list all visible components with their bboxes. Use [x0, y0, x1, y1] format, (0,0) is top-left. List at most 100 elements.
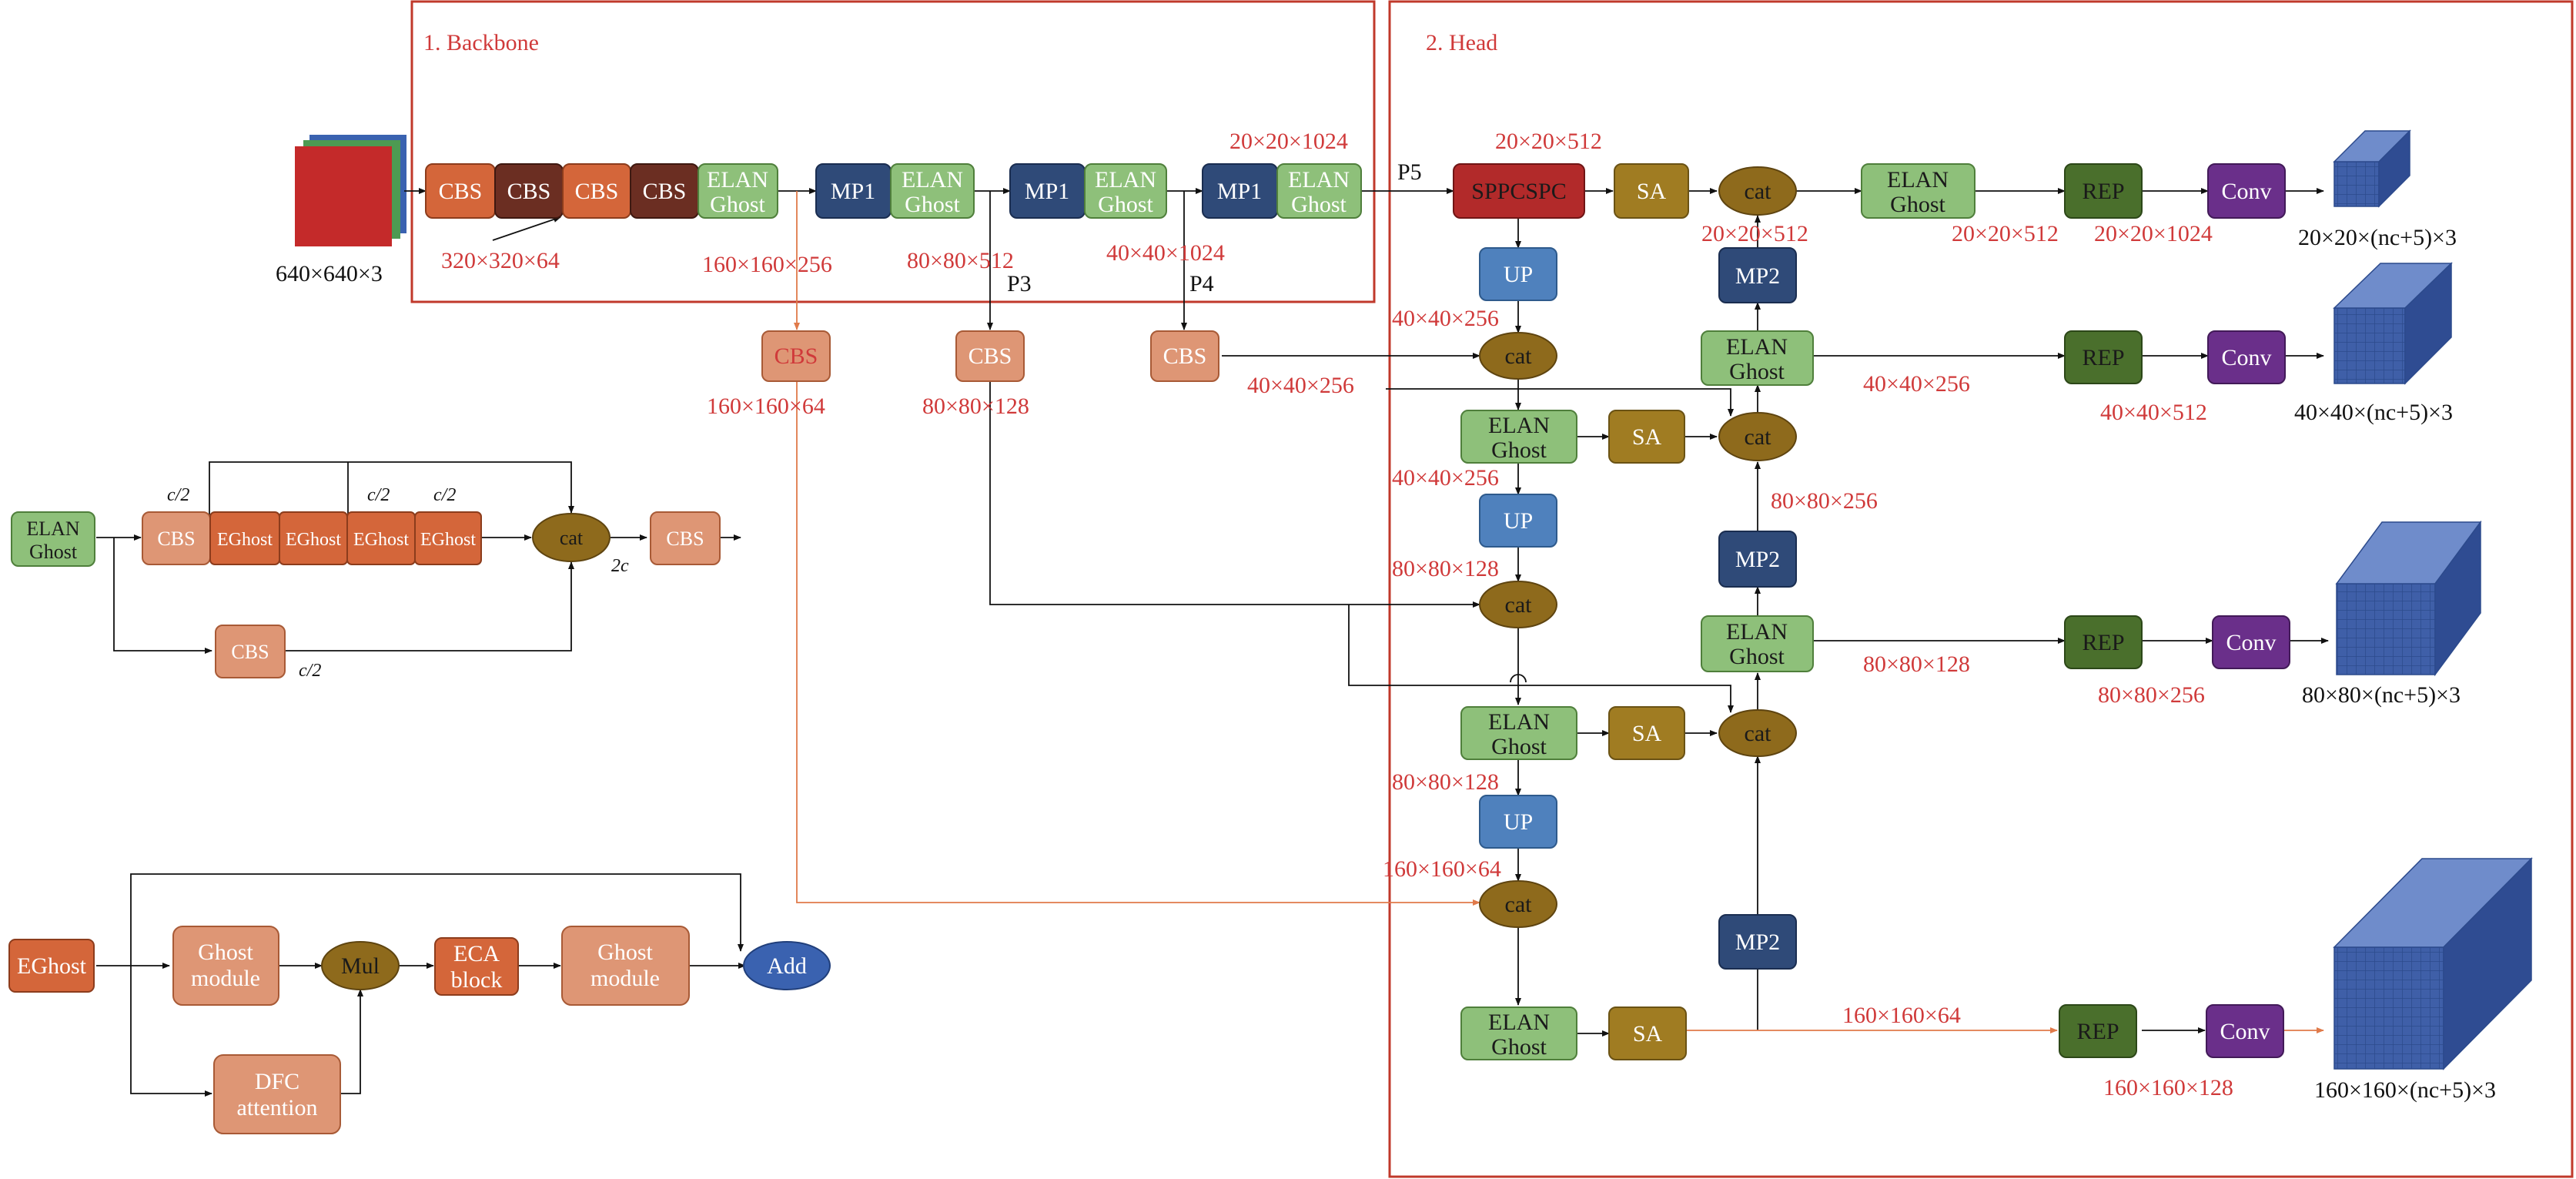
svg-text:ELAN: ELAN — [1726, 334, 1788, 360]
legend-c-half-2: c/2 — [367, 485, 390, 505]
svg-text:CBS: CBS — [507, 179, 551, 204]
head-title: 2. Head — [1426, 30, 1497, 55]
label-h-20-512-top: 20×20×512 — [1495, 129, 1602, 154]
svg-text:cat: cat — [1505, 343, 1533, 369]
legend-cbs-out: CBS — [650, 511, 721, 565]
svg-text:REP: REP — [2082, 630, 2124, 655]
label-h-40-256-elan: 40×40×256 — [1392, 465, 1499, 491]
label-p5: P5 — [1397, 159, 1422, 185]
backbone-elan-ghost-2: ELAN Ghost — [890, 163, 975, 219]
lateral-cbs-80: CBS — [955, 330, 1025, 382]
svg-text:SPPCSPC: SPPCSPC — [1471, 179, 1566, 204]
legend2-ghost-module-2: Ghost module — [561, 926, 690, 1006]
legend-eghost-3: EGhost — [346, 511, 416, 565]
svg-text:Ghost: Ghost — [1729, 359, 1785, 384]
svg-text:REP: REP — [2082, 345, 2124, 370]
sppcspc-block: SPPCSPC — [1453, 163, 1585, 219]
svg-text:Ghost: Ghost — [1491, 1034, 1547, 1060]
svg-text:Add: Add — [767, 953, 807, 979]
svg-text:CBS: CBS — [1163, 343, 1207, 369]
label-h-40-256-right: 40×40×256 — [1863, 371, 1970, 397]
sa-20: SA — [1614, 163, 1689, 219]
label-h-20-512-cat: 20×20×512 — [1701, 221, 1808, 246]
svg-text:Ghost: Ghost — [597, 940, 653, 965]
lateral-cbs-40: CBS — [1150, 330, 1219, 382]
label-h-80-128-right: 80×80×128 — [1863, 651, 1970, 677]
svg-text:ELAN: ELAN — [1488, 1010, 1550, 1035]
svg-text:CBS: CBS — [157, 528, 195, 550]
svg-text:CBS: CBS — [643, 179, 687, 204]
svg-text:CBS: CBS — [666, 528, 704, 550]
elan-ghost-40-right: ELAN Ghost — [1701, 330, 1814, 386]
svg-text:MP2: MP2 — [1735, 263, 1780, 289]
svg-text:module: module — [590, 966, 660, 991]
label-h-80-256: 80×80×256 — [2098, 682, 2205, 708]
svg-text:Conv: Conv — [2221, 345, 2271, 370]
output-cube-40 — [2333, 262, 2453, 385]
svg-text:UP: UP — [1504, 809, 1533, 835]
svg-text:EGhost: EGhost — [353, 530, 409, 550]
rep-160: REP — [2059, 1004, 2137, 1058]
elan-ghost-20: ELAN Ghost — [1861, 163, 1975, 219]
svg-text:Ghost: Ghost — [1098, 192, 1153, 217]
svg-text:Conv: Conv — [2221, 179, 2271, 204]
legend-c-half-4: c/2 — [299, 661, 321, 681]
backbone-elan-ghost-1: ELAN Ghost — [698, 163, 778, 219]
lateral-cbs-160: CBS — [761, 330, 831, 382]
cat-20: cat — [1718, 166, 1797, 216]
svg-text:Ghost: Ghost — [1291, 192, 1347, 217]
svg-text:CBS: CBS — [969, 343, 1012, 369]
elan-ghost-160: ELAN Ghost — [1460, 1007, 1577, 1060]
svg-text:UP: UP — [1504, 262, 1533, 287]
output-cube-160 — [2333, 857, 2533, 1070]
rep-20: REP — [2064, 163, 2143, 219]
rep-80: REP — [2064, 615, 2143, 669]
svg-text:module: module — [191, 966, 260, 991]
svg-text:ELAN: ELAN — [1887, 167, 1949, 193]
output-label-20: 20×20×(nc+5)×3 — [2298, 225, 2457, 250]
legend-cat: cat — [532, 513, 611, 562]
legend2-mul: Mul — [321, 941, 400, 990]
legend2-add: Add — [743, 941, 831, 990]
label-320: 320×320×64 — [441, 248, 560, 273]
legend-c-half-1: c/2 — [167, 485, 189, 505]
svg-text:cat: cat — [1745, 721, 1772, 746]
mp2-80: MP2 — [1718, 914, 1797, 970]
svg-text:block: block — [451, 967, 503, 993]
svg-text:DFC: DFC — [255, 1069, 299, 1094]
label-h-80-256-mp: 80×80×256 — [1771, 488, 1878, 514]
conv-160: Conv — [2206, 1004, 2284, 1058]
svg-text:Ghost: Ghost — [1890, 192, 1945, 217]
svg-text:ELAN: ELAN — [902, 167, 963, 193]
svg-text:MP1: MP1 — [1217, 179, 1262, 204]
svg-text:EGhost: EGhost — [420, 530, 476, 550]
label-h-20-1024: 20×20×1024 — [2094, 221, 2213, 246]
legend-eghost-1: EGhost — [209, 511, 280, 565]
orange-edges — [794, 191, 2324, 1033]
head-frame — [1388, 0, 2574, 1178]
svg-text:UP: UP — [1504, 508, 1533, 534]
svg-text:Ghost: Ghost — [710, 192, 765, 217]
legend-two-c: 2c — [611, 556, 629, 576]
svg-text:EGhost: EGhost — [286, 530, 341, 550]
cat-160: cat — [1479, 880, 1557, 928]
svg-text:SA: SA — [1632, 721, 1662, 746]
conv-40: Conv — [2207, 330, 2286, 384]
cat-40-left: cat — [1479, 332, 1557, 380]
label-h-160-64-right: 160×160×64 — [1842, 1003, 1961, 1028]
backbone-frame — [410, 0, 1376, 303]
cat-80-right: cat — [1718, 709, 1797, 757]
up-80: UP — [1479, 494, 1557, 548]
label-p3: P3 — [1007, 271, 1032, 296]
backbone-cbs-1: CBS — [425, 163, 496, 219]
svg-text:MP1: MP1 — [1025, 179, 1069, 204]
label-cbs-160-64: 160×160×64 — [707, 394, 825, 419]
svg-text:Ghost: Ghost — [905, 192, 960, 217]
svg-text:Mul: Mul — [341, 953, 380, 979]
label-h-160-128: 160×160×128 — [2103, 1075, 2233, 1100]
output-label-80: 80×80×(nc+5)×3 — [2302, 682, 2461, 708]
svg-text:Conv: Conv — [2226, 630, 2276, 655]
svg-text:cat: cat — [1505, 592, 1533, 618]
mp2-40: MP2 — [1718, 531, 1797, 588]
